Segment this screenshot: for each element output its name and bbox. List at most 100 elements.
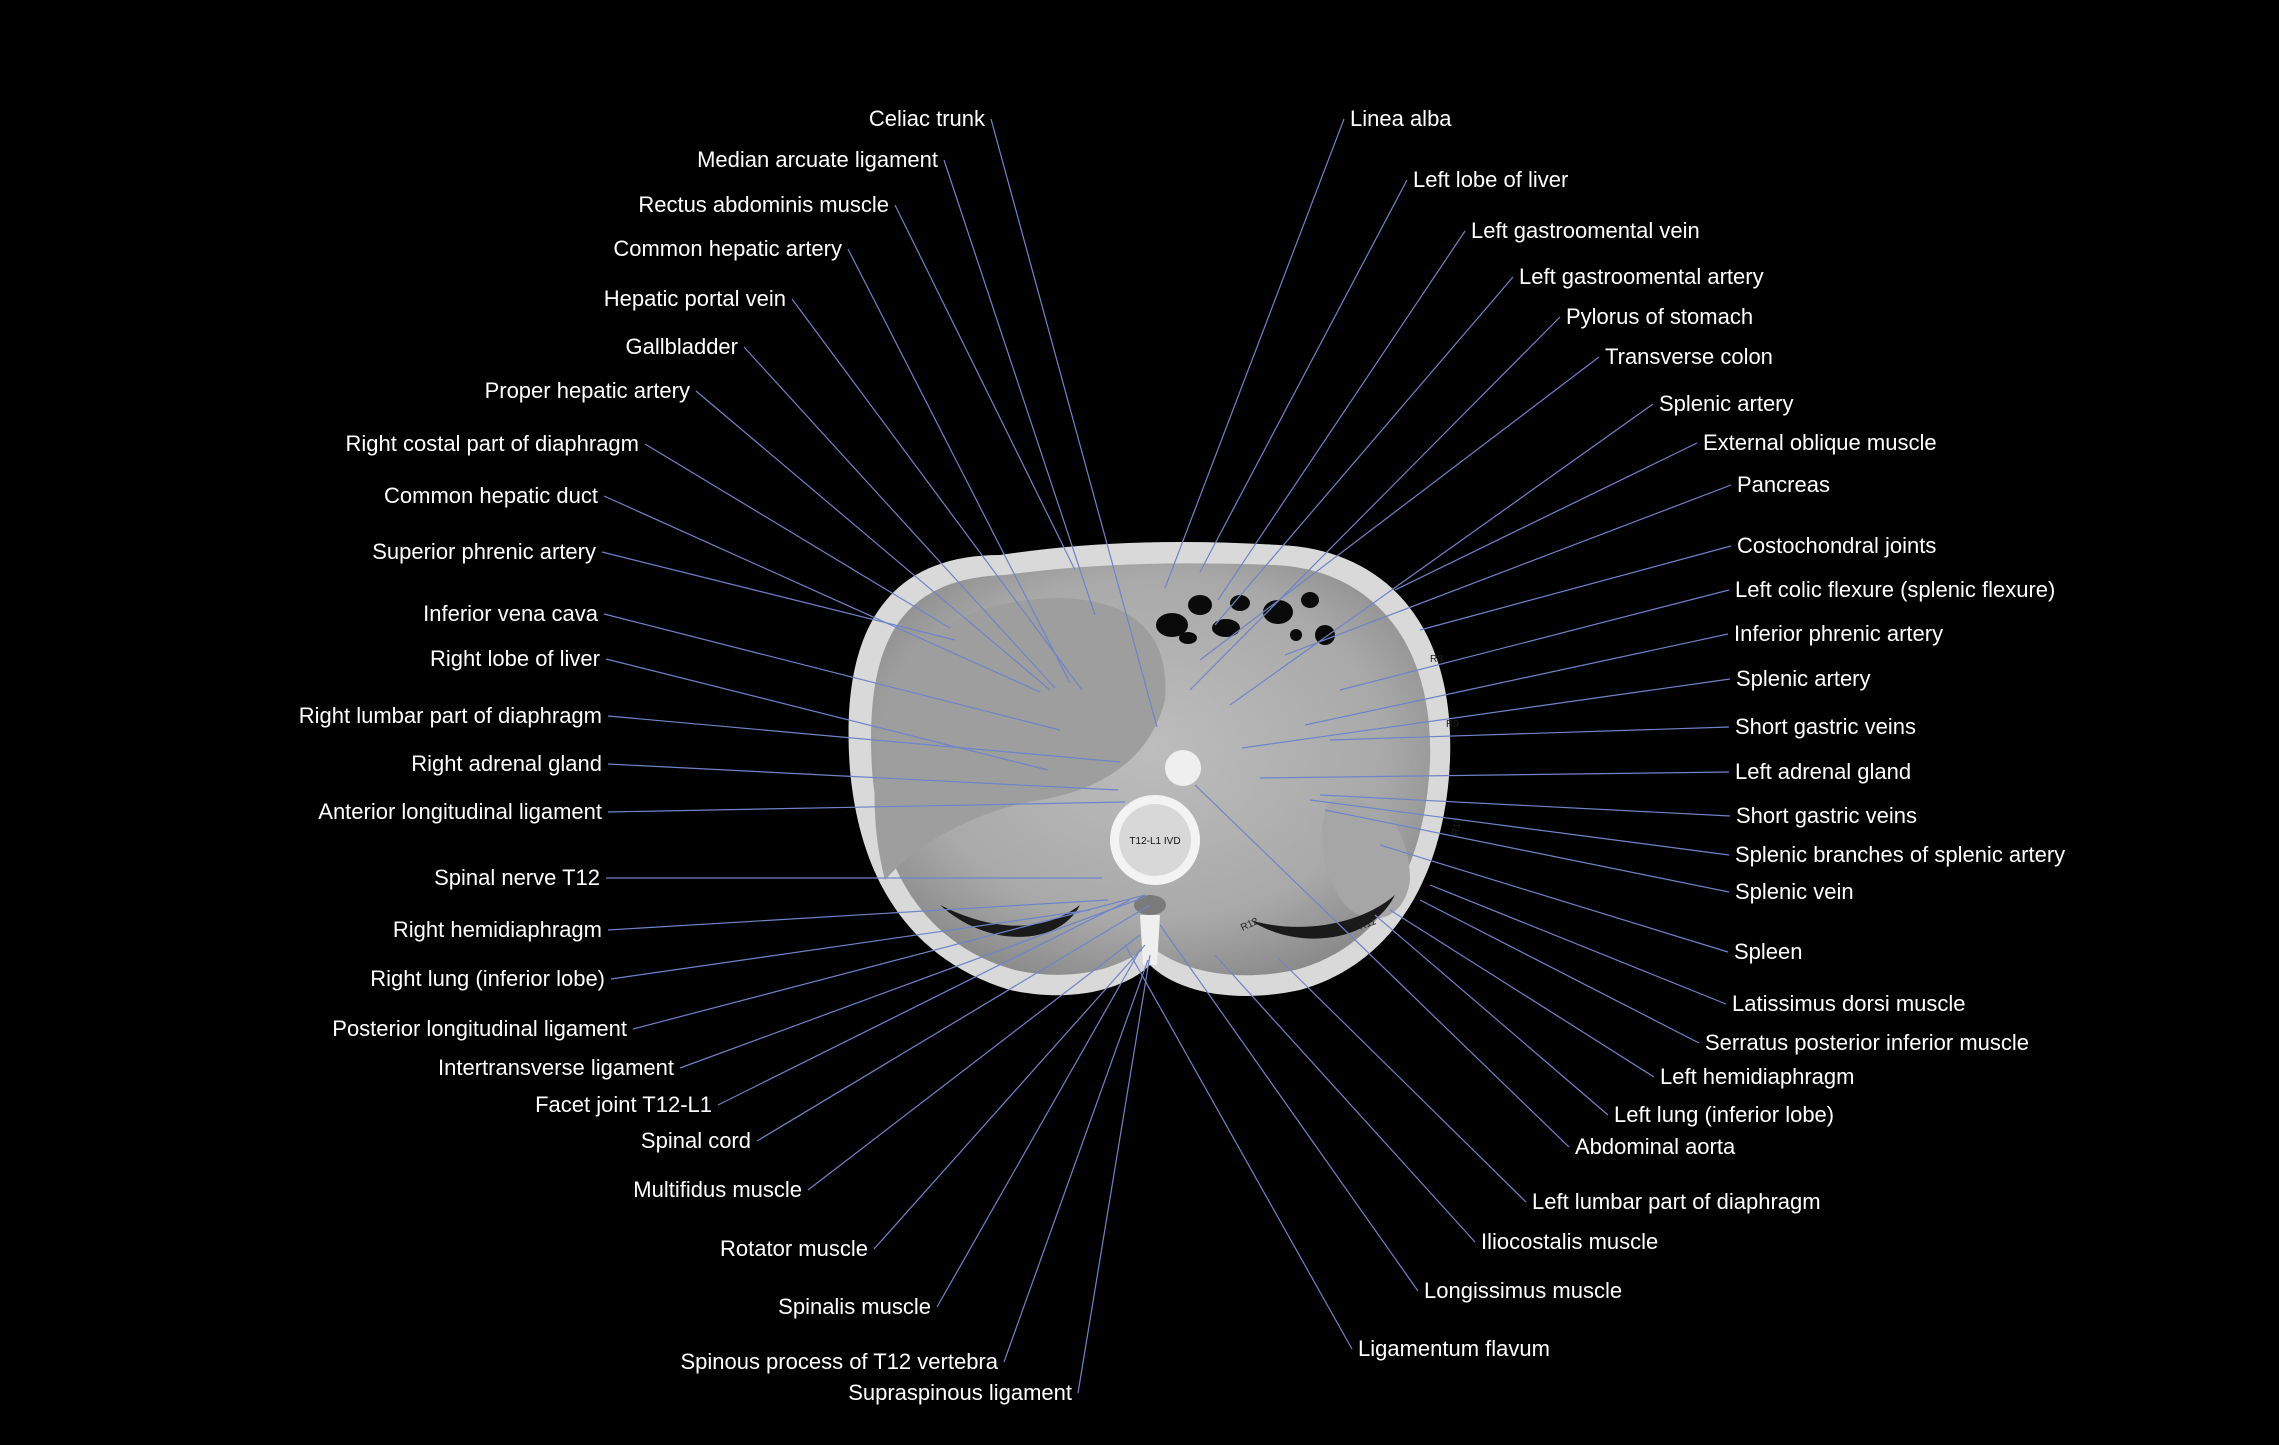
left-label: Spinal nerve T12 — [434, 865, 600, 890]
left-label: Multifidus muscle — [633, 1177, 802, 1202]
left-label: Right costal part of diaphragm — [346, 431, 640, 456]
leader-line — [1214, 276, 1514, 626]
right-label: Longissimus muscle — [1424, 1278, 1622, 1303]
left-label: Intertransverse ligament — [438, 1055, 674, 1080]
leader-line — [1309, 799, 1730, 856]
leader-line — [603, 495, 1041, 693]
left-label: Right lumbar part of diaphragm — [299, 703, 602, 728]
vertebral-body-inner — [1119, 804, 1191, 876]
leader-line — [1159, 924, 1419, 1292]
leader-line — [1077, 954, 1151, 1394]
right-label: Costochondral joints — [1737, 533, 1936, 558]
left-label: Spinalis muscle — [778, 1294, 931, 1319]
right-lung-base — [940, 905, 1080, 937]
right-label: Linea alba — [1350, 106, 1452, 131]
right-label: Splenic branches of splenic artery — [1735, 842, 2065, 867]
leader-line — [894, 204, 1076, 571]
right-label: Latissimus dorsi muscle — [1732, 991, 1966, 1016]
leader-line — [1277, 957, 1527, 1203]
leader-line — [607, 801, 1126, 813]
left-label: Posterior longitudinal ligament — [332, 1016, 627, 1041]
leader-lines — [601, 118, 1732, 1394]
right-label: Pancreas — [1737, 472, 1830, 497]
leader-line — [943, 159, 1096, 616]
leader-line — [1394, 442, 1698, 591]
leader-line — [791, 298, 1083, 691]
leader-line — [1199, 179, 1408, 573]
leader-line — [1319, 794, 1731, 817]
right-label: Splenic vein — [1735, 879, 1854, 904]
leader-line — [1389, 909, 1655, 1078]
leader-line — [607, 763, 1119, 791]
leader-line — [1429, 884, 1727, 1005]
leader-line — [607, 899, 1109, 931]
left-label: Hepatic portal vein — [604, 286, 786, 311]
right-label: Left colic flexure (splenic flexure) — [1735, 577, 2055, 602]
aorta — [1165, 750, 1201, 786]
right-label: External oblique muscle — [1703, 430, 1937, 455]
leader-line — [1124, 944, 1353, 1350]
right-label: Left lumbar part of diaphragm — [1532, 1189, 1821, 1214]
leader-line — [1214, 954, 1476, 1243]
rib-label: R8 — [1430, 654, 1443, 665]
right-label: Spleen — [1734, 939, 1803, 964]
leader-line — [605, 658, 1049, 771]
ct-cross-section: T12-L1 IVD R8 R9 R10 R11 R12 — [848, 542, 1464, 996]
left-label: Facet joint T12-L1 — [535, 1092, 712, 1117]
leader-line — [1339, 589, 1730, 691]
leader-line — [1164, 118, 1345, 589]
leader-line — [1329, 726, 1730, 741]
right-label: Splenic artery — [1736, 666, 1871, 691]
leader-line — [756, 904, 1151, 1142]
leader-line — [1304, 633, 1729, 726]
leader-line — [610, 909, 1091, 980]
left-label: Spinous process of T12 vertebra — [680, 1349, 998, 1374]
left-label: Gallbladder — [625, 334, 738, 359]
right-label: Short gastric veins — [1735, 714, 1916, 739]
right-label: Left lung (inferior lobe) — [1614, 1102, 1834, 1127]
vertebral-level-label: T12-L1 IVD — [1129, 836, 1180, 847]
leader-line — [1379, 844, 1729, 953]
right-label: Pylorus of stomach — [1566, 304, 1753, 329]
right-label: Left gastroomental artery — [1519, 264, 1764, 289]
right-label: Serratus posterior inferior muscle — [1705, 1030, 2029, 1055]
right-label: Left gastroomental vein — [1471, 218, 1700, 243]
leader-line — [679, 896, 1146, 1069]
rib-label: R9 — [1446, 719, 1459, 730]
left-label: Rectus abdominis muscle — [638, 192, 889, 217]
right-label: Left adrenal gland — [1735, 759, 1911, 784]
rib-label: R10 — [1450, 816, 1464, 836]
right-label: Abdominal aorta — [1575, 1134, 1736, 1159]
right-label: Inferior phrenic artery — [1734, 621, 1943, 646]
right-label: Left lobe of liver — [1413, 167, 1568, 192]
spleen — [1321, 798, 1410, 919]
leader-line — [1374, 914, 1609, 1116]
left-label: Supraspinous ligament — [848, 1380, 1072, 1405]
leader-line — [1419, 899, 1700, 1044]
leader-line — [601, 551, 956, 641]
leader-line — [632, 894, 1146, 1030]
leader-line — [695, 390, 1051, 691]
leader-line — [847, 248, 1071, 684]
left-label: Right adrenal gland — [411, 751, 602, 776]
leader-line — [1194, 784, 1570, 1148]
left-label: Inferior vena cava — [423, 601, 599, 626]
right-label: Splenic artery — [1659, 391, 1794, 416]
left-label: Right lung (inferior lobe) — [370, 966, 605, 991]
left-label: Proper hepatic artery — [485, 378, 690, 403]
leader-line — [1199, 356, 1600, 661]
right-label: Ligamentum flavum — [1358, 1336, 1550, 1361]
left-label: Common hepatic duct — [384, 483, 598, 508]
right-label: Short gastric veins — [1736, 803, 1917, 828]
leader-line — [1419, 545, 1732, 631]
left-label: Rotator muscle — [720, 1236, 868, 1261]
leader-line — [1229, 403, 1654, 706]
leader-line — [990, 118, 1158, 728]
left-label: Anterior longitudinal ligament — [318, 799, 602, 824]
leader-line — [1324, 809, 1730, 893]
leader-line — [607, 715, 1121, 763]
leader-line — [1259, 771, 1730, 779]
leader-line — [743, 346, 1056, 689]
